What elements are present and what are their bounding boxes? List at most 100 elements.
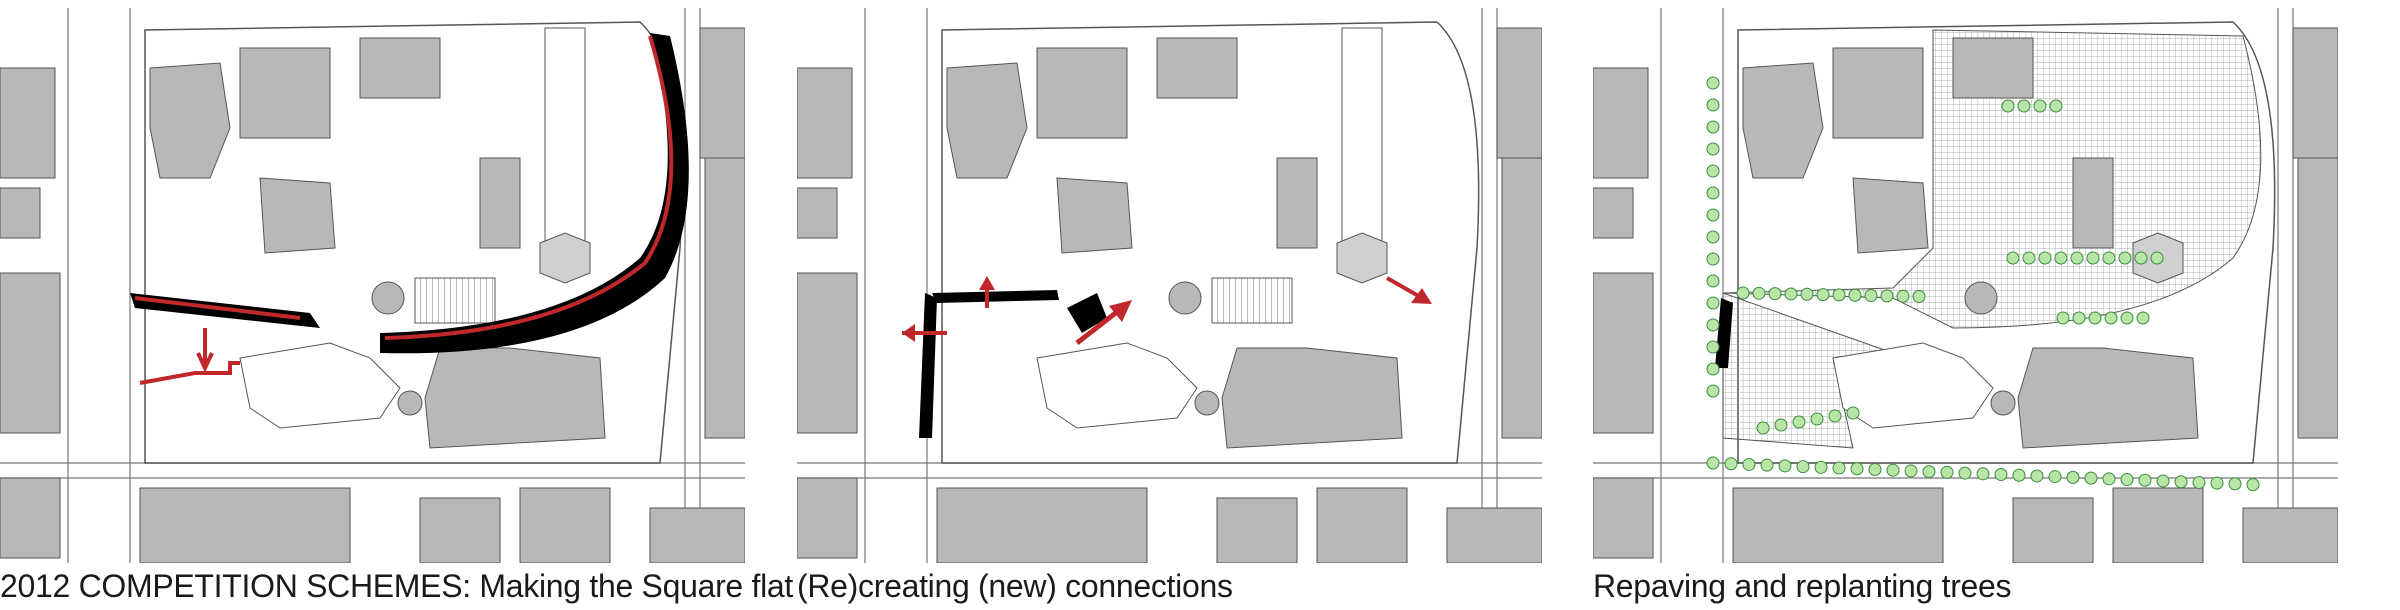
stair-cut [1067,293,1107,333]
tree-icon [1706,164,1720,178]
tree-icon [1976,467,1990,481]
tree-rows [1706,76,2260,492]
tree-icon [1752,286,1766,300]
tree-icon [2102,472,2116,486]
tree-icon [1940,465,1954,479]
tree-icon [1796,460,1810,474]
tree-icon [2120,311,2134,325]
tree-icon [1792,415,1806,429]
caption-flat-square: 2012 COMPETITION SCHEMES: Making the Squ… [0,568,794,604]
caption-connections: (Re)creating (new) connections [797,568,1233,604]
tree-icon [1768,287,1782,301]
tree-icon [1850,462,1864,476]
tree-icon [1736,286,1750,300]
tree-icon [1958,466,1972,480]
panel-connections [797,8,1542,563]
tree-icon [1864,289,1878,303]
tree-icon [1784,287,1798,301]
tree-icon [1774,418,1788,432]
base-map [0,8,745,563]
tree-icon [2086,251,2100,265]
tree-icon [2066,470,2080,484]
tree-icon [2038,251,2052,265]
tree-icon [2102,251,2116,265]
tree-icon [1994,468,2008,482]
buildings [1593,27,2338,563]
site-plan-1 [0,8,745,563]
paved-area [1722,29,2262,449]
tree-icon [1886,463,1900,477]
tree-icon [2192,475,2206,489]
tree-icon [1706,252,1720,266]
tree-icon [1706,318,1720,332]
tree-icon [1904,464,1918,478]
tree-icon [1832,461,1846,475]
tree-icon [1706,230,1720,244]
tree-icon [1832,288,1846,302]
tree-icon [2118,251,2132,265]
tree-icon [2174,475,2188,489]
tree-icon [2030,469,2044,483]
caption-repaving: Repaving and replanting trees [1593,568,2012,604]
tree-icon [1846,406,1860,420]
tree-icon [1706,274,1720,288]
level-arrow-icon [139,328,240,385]
tree-icon [1848,288,1862,302]
arrow-east-icon [1386,276,1423,300]
tree-icon [1706,120,1720,134]
tree-icon [2056,311,2070,325]
tree-icon [2246,478,2260,492]
tree-icon [2088,311,2102,325]
tree-icon [1706,456,1720,470]
tree-icon [2210,476,2224,490]
tree-icon [2001,99,2015,113]
tree-icon [1810,412,1824,426]
tree-icon [1778,459,1792,473]
red-edge-line [134,35,674,340]
tree-icon [2048,470,2062,484]
tree-icon [2006,251,2020,265]
wedge-wall [1715,298,1733,368]
tree-icon [1814,460,1828,474]
tree-icon [2150,251,2164,265]
tree-icon [1828,409,1842,423]
tree-icon [1706,384,1720,398]
tree-icon [1706,76,1720,90]
tree-icon [2136,311,2150,325]
tree-icon [1706,98,1720,112]
tree-icon [2070,251,2084,265]
tree-icon [2228,477,2242,491]
tree-icon [1800,287,1814,301]
panel-flat-square [0,8,745,563]
tree-icon [2012,468,2026,482]
tree-icon [2104,311,2118,325]
tree-icon [1706,362,1720,376]
tree-icon [1724,457,1738,471]
tree-icon [2120,473,2134,487]
tree-icon [2156,474,2170,488]
panel-repaving [1593,8,2338,563]
tree-icon [2033,99,2047,113]
site-plan-3 [1593,8,2338,563]
steps-stair [932,290,1059,303]
connection-arrows [902,276,1432,345]
tree-icon [1922,465,1936,479]
wedge-wall [919,293,937,438]
tree-icon [2017,99,2031,113]
tree-icon [2054,251,2068,265]
base-map [797,8,1542,563]
tree-icon [2134,251,2148,265]
tree-icon [2138,473,2152,487]
tree-icon [1706,142,1720,156]
arrow-northeast-icon [1075,306,1124,345]
tree-icon [2072,311,2086,325]
tree-icon [2022,251,2036,265]
tree-icon [1706,340,1720,354]
tree-icon [1742,457,1756,471]
site-plan-2 [797,8,1542,563]
tree-icon [1706,296,1720,310]
tree-icon [1880,289,1894,303]
tree-icon [1868,462,1882,476]
tree-icon [1706,186,1720,200]
tree-icon [1756,421,1770,435]
